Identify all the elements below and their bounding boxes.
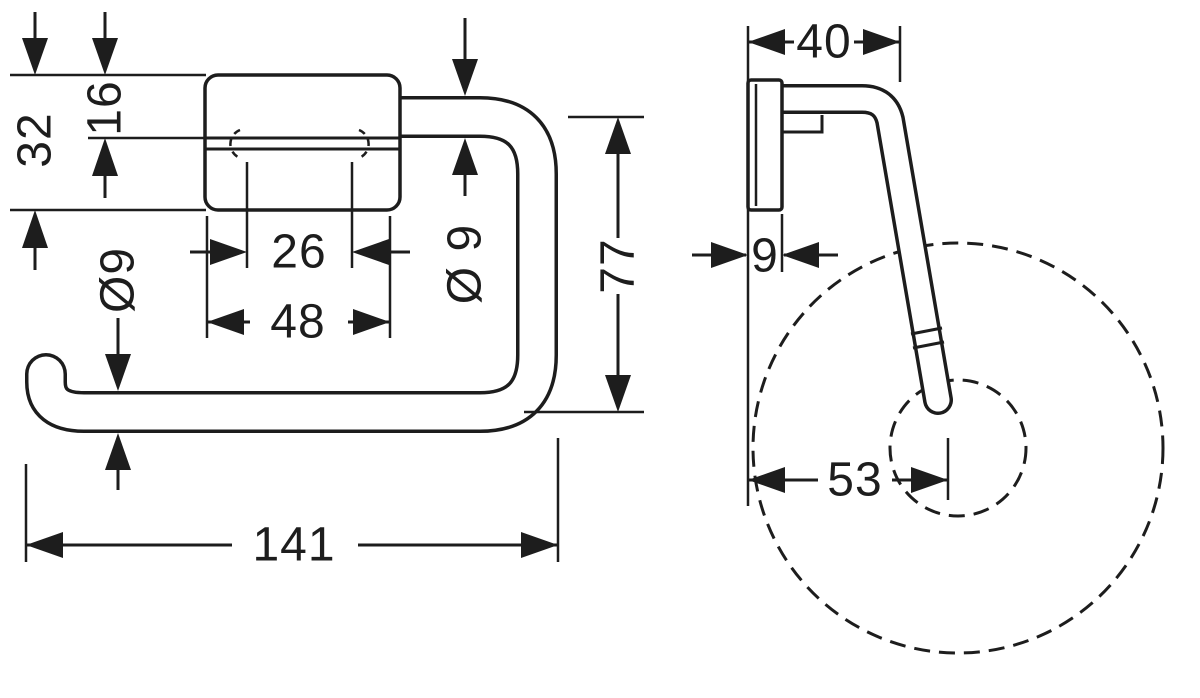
dim-label-9: 9 [751, 230, 779, 283]
dim-label-53: 53 [827, 454, 882, 507]
dim-arrow-9-left [711, 242, 748, 268]
dim-arrow-26-left [210, 239, 247, 265]
arm-break-tick-upper [910, 326, 943, 336]
dim-arrow-53-right [911, 467, 948, 493]
dim-arrow-16-bottom [92, 138, 118, 176]
dim-arrow-77-bottom [605, 375, 631, 412]
dim-label-16: 16 [79, 80, 132, 135]
dim-arrow-77-top [605, 117, 631, 154]
dim-label-26: 26 [271, 226, 326, 279]
wall-plate [203, 73, 402, 212]
dim-label-48: 48 [270, 296, 325, 349]
dim-label-dia9-left: Ø9 [92, 247, 145, 313]
toilet-roll-outline-circle [751, 241, 1165, 655]
side-arm-inner [770, 87, 950, 412]
dim-arrow-141-right [521, 532, 558, 558]
dim-arrow-40-left [748, 29, 785, 55]
dim-arrow-16-top [92, 38, 118, 75]
dim-arrow-32-top [22, 38, 48, 75]
dim-arrow-dia9-right-bottom [452, 138, 478, 175]
dim-arrow-48-left [207, 309, 244, 335]
dim-arrow-dia9-right-top [452, 59, 478, 96]
side-view: 40 9 53 [692, 16, 1165, 655]
bracket-step-line [782, 115, 824, 134]
dim-label-141: 141 [252, 519, 335, 572]
dim-arrow-141-left [26, 532, 63, 558]
dim-arrow-dia9-left-top [105, 354, 131, 391]
holder-bar-inner [28, 99, 555, 430]
dim-arrow-9-right [782, 242, 819, 268]
dim-arrow-53-left [748, 467, 785, 493]
arm-break-tick-lower [912, 340, 945, 350]
dim-label-40: 40 [796, 16, 851, 69]
screw-hole-arc-right [358, 128, 370, 160]
dim-arrow-dia9-left-bottom [105, 433, 131, 470]
dim-label-32: 32 [9, 112, 62, 167]
dim-label-dia9-right: Ø 9 [439, 224, 492, 304]
dim-arrow-32-bottom [22, 210, 48, 248]
dim-arrow-48-right [353, 309, 390, 335]
dim-label-77: 77 [592, 238, 645, 293]
dim-arrow-26-right [352, 239, 389, 265]
screw-hole-arc-left [229, 128, 241, 160]
front-view: 32 16 26 48 Ø9 Ø 9 77 141 [9, 12, 645, 572]
dim-arrow-40-right [863, 29, 900, 55]
toilet-roll-core-circle [888, 378, 1028, 518]
side-wall-plate [746, 78, 784, 212]
